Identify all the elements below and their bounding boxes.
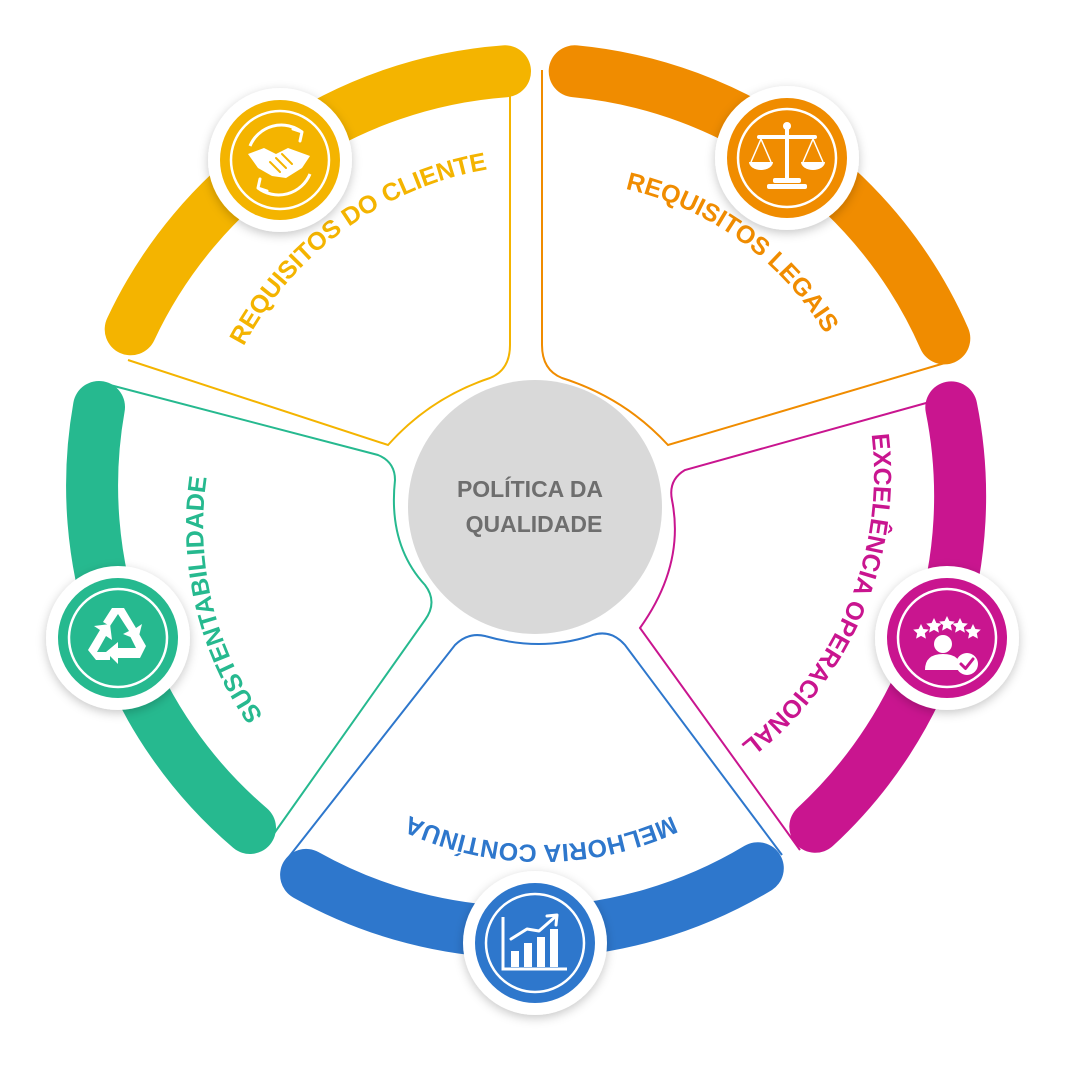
rating-user-icon <box>875 566 1019 710</box>
segment-outline <box>127 70 511 447</box>
segment-outline <box>109 384 433 843</box>
recycle-icon <box>46 566 190 710</box>
segment-label: SUSTENTABILIDADE <box>181 474 268 728</box>
growth-chart-icon <box>463 871 607 1015</box>
center-title-line2: QUALIDADE <box>466 511 603 537</box>
segment-outline <box>541 70 956 447</box>
segment-requisitos-legais: REQUISITOS LEGAIS <box>541 45 971 447</box>
segment-outline <box>287 632 783 859</box>
segment-label: MELHORIA CONTÍNUA <box>400 810 681 867</box>
segment-sustentabilidade: SUSTENTABILIDADE <box>46 381 433 854</box>
scales-icon <box>715 86 859 230</box>
segment-outline <box>638 394 956 851</box>
center-circle: POLÍTICA DA QUALIDADE <box>408 380 662 634</box>
segment-requisitos-do-cliente: REQUISITOS DO CLIENTE <box>104 45 531 447</box>
segment-melhoria-continua: MELHORIA CONTÍNUA <box>280 632 784 1015</box>
segment-excelencia-operacional: EXCELÊNCIA OPERACIONAL <box>638 381 1019 853</box>
segment-label: EXCELÊNCIA OPERACIONAL <box>737 432 896 762</box>
handshake-icon <box>208 88 352 232</box>
center-title-line1: POLÍTICA DA <box>457 475 603 502</box>
